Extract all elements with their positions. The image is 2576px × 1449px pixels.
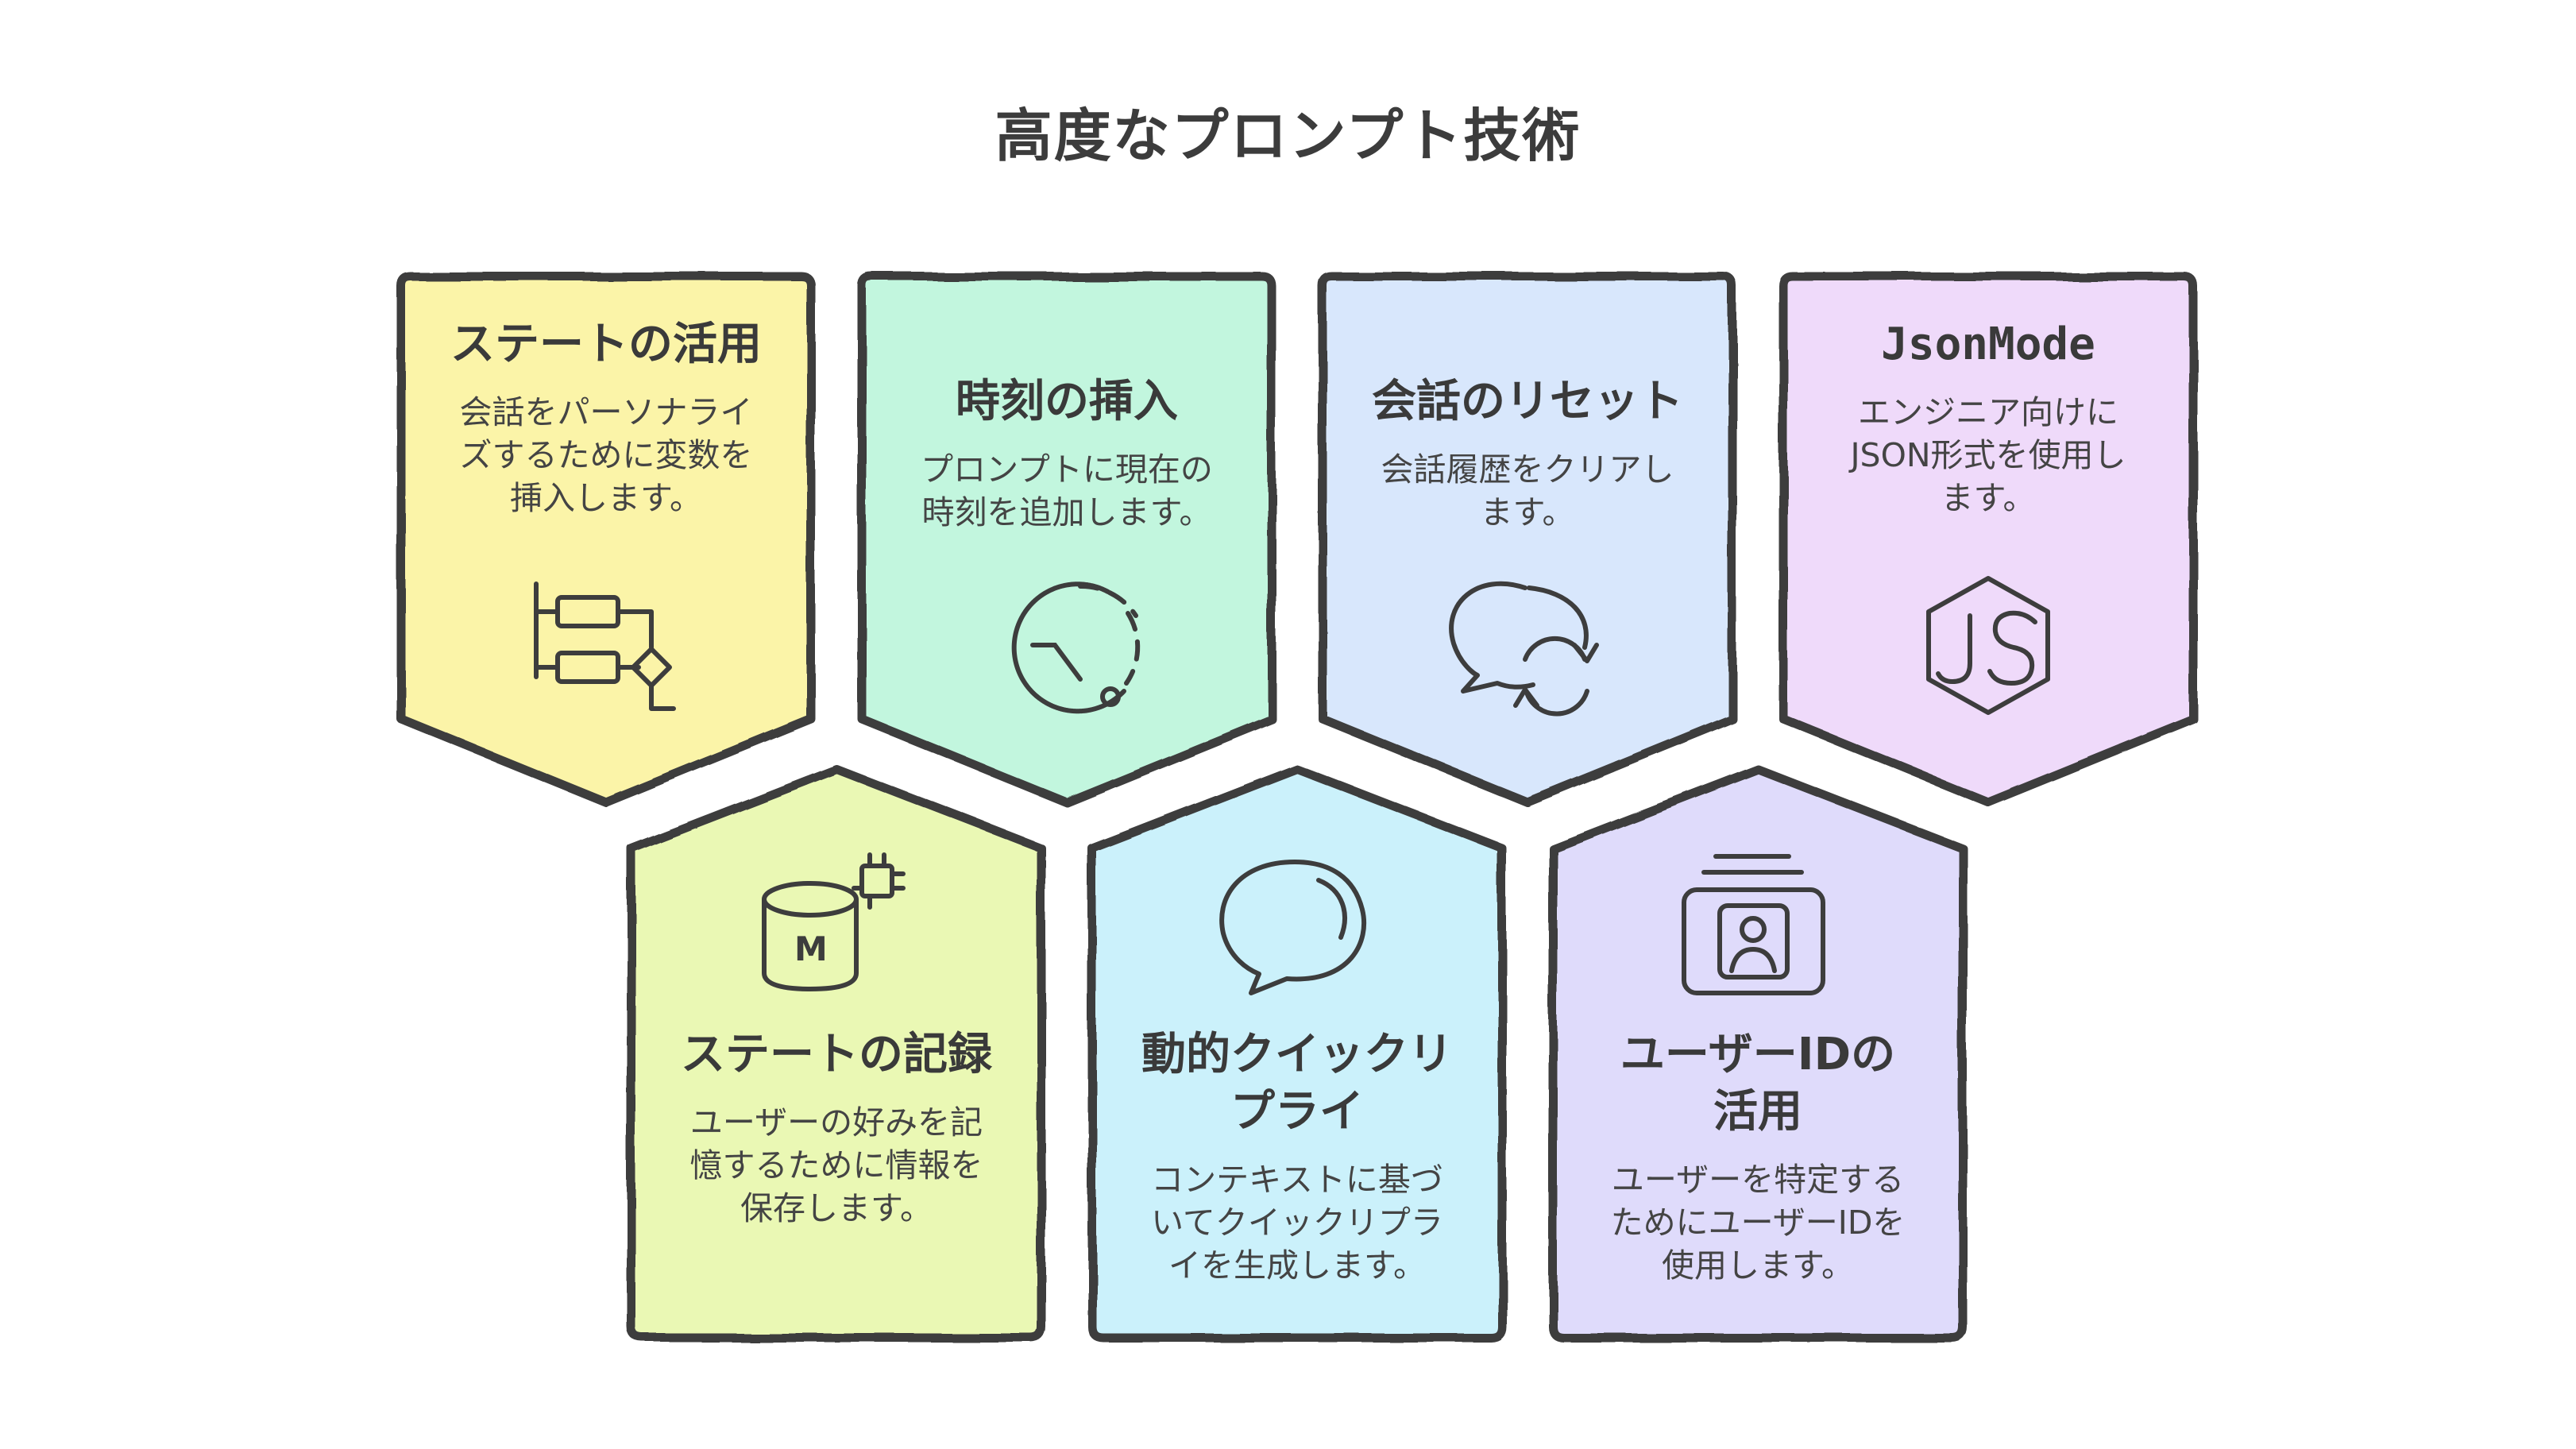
card-title: ステートの記録 xyxy=(681,1029,992,1080)
card-description: ユーザーを特定する ためにユーザーIDを 使用します。 xyxy=(1610,1161,1906,1285)
card-quick-reply-shape xyxy=(1087,764,1507,1343)
card-title: 動的クイックリ プライ xyxy=(1141,1029,1453,1138)
speech-bubble-icon xyxy=(1219,860,1367,995)
js-hexagon-icon xyxy=(1926,576,2050,715)
card-description: プロンプトに現在の 時刻を追加します。 xyxy=(921,450,1213,531)
card-state-record: ステートの記録 ユーザーの好みを記 憶するために情報を 保存します。 xyxy=(666,1026,1007,1230)
flowchart-icon xyxy=(534,582,676,711)
card-time-insert: 時刻の挿入 プロンプトに現在の 時刻を追加します。 xyxy=(896,373,1238,534)
card-description: ユーザーの好みを記 憶するために情報を 保存します。 xyxy=(689,1103,983,1227)
card-json-mode: JsonMode エンジニア向けに JSON形式を使用し ます。 xyxy=(1817,316,2159,520)
page-title: 高度なプロンプト技術 xyxy=(994,102,1582,169)
card-user-id-shape xyxy=(1548,764,1968,1343)
card-quick-reply: 動的クイックリ プライ コンテキストに基づ いてクイックリプラ イを生成します。 xyxy=(1126,1026,1468,1287)
card-title: 会話のリセット xyxy=(1372,376,1683,427)
card-time-insert-shape xyxy=(857,272,1276,807)
card-json-mode-shape xyxy=(1778,272,2198,807)
card-reset-shape xyxy=(1318,272,1737,807)
memory-icon-letter: M xyxy=(794,929,828,968)
card-description: コンテキストに基づ いてクイックリプラ イを生成します。 xyxy=(1151,1161,1443,1285)
memory-database-icon xyxy=(762,852,906,991)
card-user-id: ユーザーIDの 活用 ユーザーを特定する ためにユーザーIDを 使用します。 xyxy=(1587,1026,1929,1287)
card-state-record-shape xyxy=(627,764,1046,1343)
card-reset: 会話のリセット 会話履歴をクリアし ます。 xyxy=(1357,373,1698,534)
card-state-usage-shape xyxy=(396,272,816,807)
clock-icon xyxy=(1011,582,1141,714)
card-title: ユーザーIDの 活用 xyxy=(1620,1029,1896,1138)
card-title: JsonMode xyxy=(1881,319,2095,370)
card-title: 時刻の挿入 xyxy=(956,376,1178,427)
card-state-usage: ステートの活用 会話をパーソナライ ズするために変数を 挿入します。 xyxy=(435,316,777,520)
chat-refresh-icon xyxy=(1449,581,1599,717)
card-title: ステートの活用 xyxy=(450,319,762,370)
id-card-icon xyxy=(1682,854,1825,995)
card-description: エンジニア向けに JSON形式を使用し ます。 xyxy=(1850,393,2126,517)
card-description: 会話履歴をクリアし ます。 xyxy=(1381,450,1674,531)
card-description: 会話をパーソナライ ズするために変数を 挿入します。 xyxy=(459,393,753,517)
